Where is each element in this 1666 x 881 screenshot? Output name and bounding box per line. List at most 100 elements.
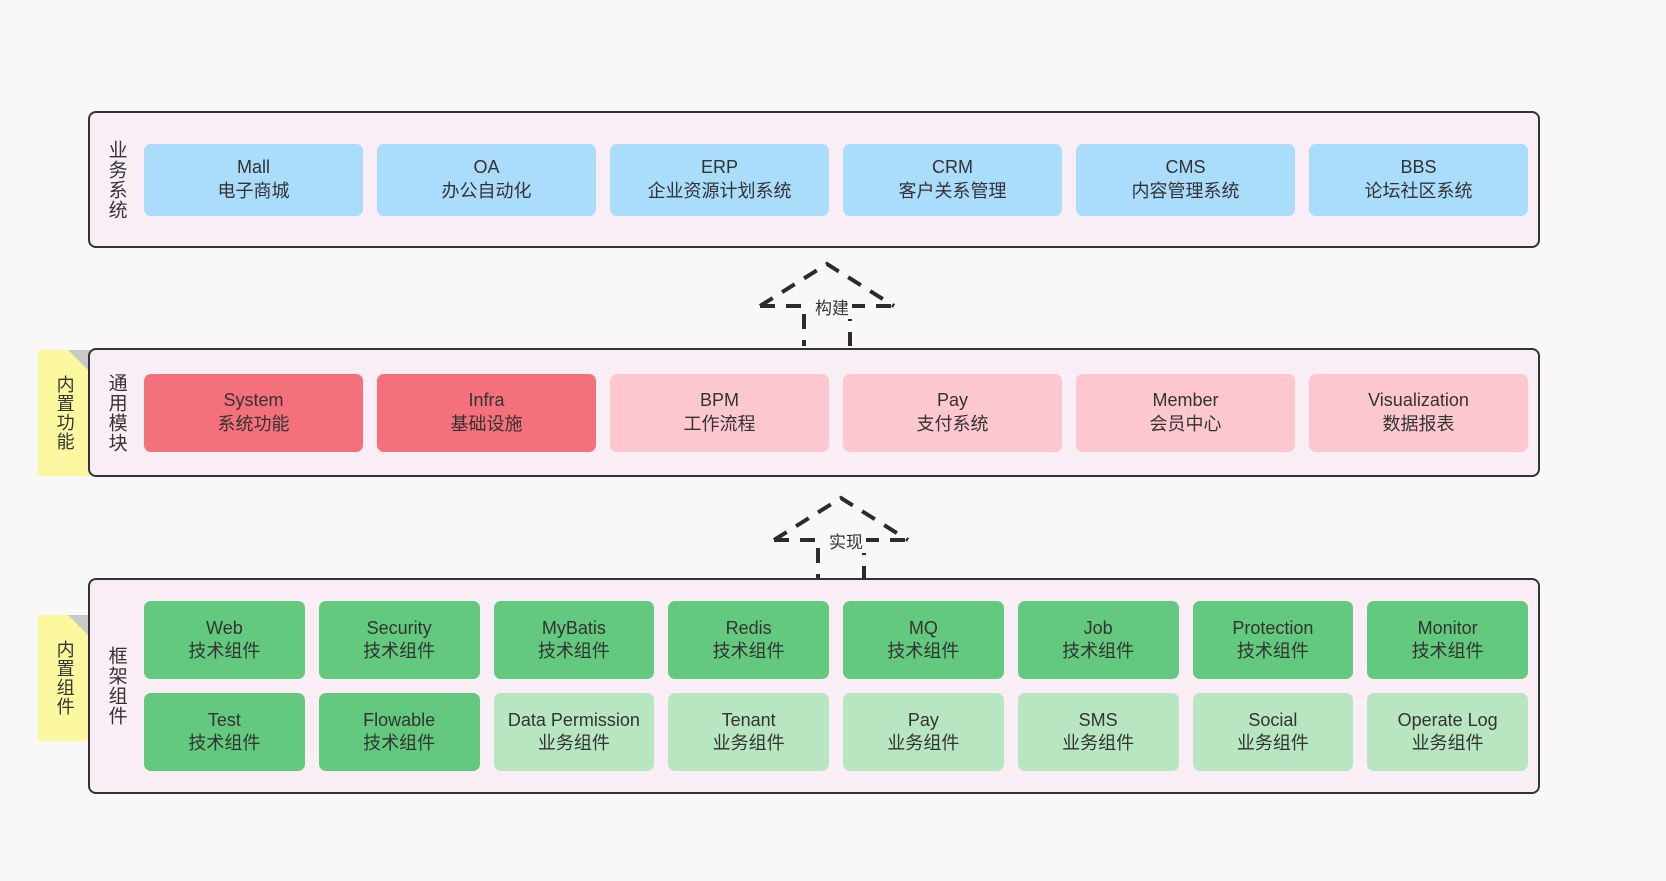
implement-arrow: 实现: [766, 492, 916, 580]
card-subtitle: 会员中心: [1149, 413, 1222, 434]
layer-title-framework-components: 框架组件: [105, 646, 127, 726]
card-visualization[interactable]: Visualization 数据报表: [1309, 373, 1528, 452]
card-social[interactable]: Social 业务组件: [1192, 693, 1354, 771]
card-subtitle: 工作流程: [683, 413, 756, 434]
note-label: 内置组件: [54, 640, 75, 716]
card-title: Data Permission: [507, 709, 640, 730]
card-subtitle: 技术组件: [712, 641, 785, 661]
layer-common-modules: 通用模块 System 系统功能 Infra 基础设施 BPM 工作流程 Pay…: [88, 348, 1540, 477]
card-subtitle: 技术组件: [363, 641, 436, 661]
card-title: System: [223, 390, 284, 411]
card-title: Security: [366, 617, 432, 638]
note-label: 内置功能: [54, 375, 75, 451]
card-subtitle: 业务组件: [887, 733, 960, 753]
card-web[interactable]: Web 技术组件: [144, 601, 305, 679]
card-title: BBS: [1400, 157, 1437, 178]
card-title: Visualization: [1368, 390, 1469, 411]
layer-title-business-system: 业务系统: [105, 139, 127, 220]
card-tenant[interactable]: Tenant 业务组件: [668, 693, 829, 771]
card-subtitle: 电子商城: [217, 180, 290, 201]
card-data-permission[interactable]: Data Permission 业务组件: [493, 693, 655, 771]
card-title: Operate Log: [1397, 709, 1498, 730]
card-monitor[interactable]: Monitor 技术组件: [1367, 601, 1528, 679]
card-redis[interactable]: Redis 技术组件: [668, 601, 829, 679]
card-title: Member: [1152, 390, 1219, 411]
card-subtitle: 技术组件: [887, 641, 960, 661]
card-subtitle: 技术组件: [363, 733, 436, 753]
card-title: OA: [473, 157, 500, 178]
card-title: Flowable: [363, 709, 436, 730]
card-title: Redis: [725, 617, 772, 638]
card-oa[interactable]: OA 办公自动化: [377, 143, 596, 216]
card-subtitle: 支付系统: [916, 413, 989, 434]
card-row: Mall 电子商城 OA 办公自动化 ERP 企业资源计划系统 CRM 客户关系…: [144, 143, 1528, 216]
card-member[interactable]: Member 会员中心: [1076, 373, 1295, 452]
build-arrow-label: 构建: [812, 294, 852, 319]
card-subtitle: 技术组件: [1062, 641, 1135, 661]
card-mybatis[interactable]: MyBatis 技术组件: [493, 601, 655, 679]
card-infra[interactable]: Infra 基础设施: [377, 373, 596, 452]
card-title: MyBatis: [541, 617, 606, 638]
card-title: Mall: [236, 157, 270, 178]
card-row: System 系统功能 Infra 基础设施 BPM 工作流程 Pay 支付系统…: [144, 373, 1528, 452]
layer-body-business-system: Mall 电子商城 OA 办公自动化 ERP 企业资源计划系统 CRM 客户关系…: [142, 113, 1538, 246]
card-security[interactable]: Security 技术组件: [318, 601, 480, 679]
card-subtitle: 业务组件: [1411, 733, 1484, 753]
card-subtitle: 业务组件: [1062, 733, 1135, 753]
card-subtitle: 技术组件: [537, 641, 610, 661]
card-sms[interactable]: SMS 业务组件: [1017, 693, 1179, 771]
card-bbs[interactable]: BBS 论坛社区系统: [1309, 143, 1528, 216]
card-subtitle: 企业资源计划系统: [647, 180, 792, 201]
card-mq[interactable]: MQ 技术组件: [843, 601, 1004, 679]
card-subtitle: 内容管理系统: [1131, 180, 1240, 201]
card-title: CRM: [932, 157, 973, 178]
card-flowable[interactable]: Flowable 技术组件: [318, 693, 480, 771]
card-subtitle: 业务组件: [1236, 733, 1309, 753]
card-title: Monitor: [1417, 617, 1478, 638]
card-subtitle: 技术组件: [1236, 641, 1309, 661]
card-subtitle: 技术组件: [188, 733, 261, 753]
layer-body-common-modules: System 系统功能 Infra 基础设施 BPM 工作流程 Pay 支付系统…: [142, 350, 1538, 475]
build-arrow: 构建: [752, 258, 902, 346]
card-test[interactable]: Test 技术组件: [144, 693, 305, 771]
card-mall[interactable]: Mall 电子商城: [144, 143, 363, 216]
card-subtitle: 办公自动化: [441, 180, 532, 201]
card-title: MQ: [908, 617, 938, 638]
card-subtitle: 业务组件: [712, 733, 785, 753]
layer-business-system: 业务系统 Mall 电子商城 OA 办公自动化 ERP 企业资源计划系统 CRM…: [88, 111, 1540, 248]
layer-framework-components: 框架组件 Web 技术组件 Security 技术组件 MyBatis 技术组件…: [88, 578, 1540, 794]
card-title: Tenant: [721, 709, 776, 730]
card-subtitle: 系统功能: [217, 413, 290, 434]
card-subtitle: 论坛社区系统: [1364, 180, 1473, 201]
card-subtitle: 业务组件: [537, 733, 610, 753]
implement-arrow-label: 实现: [826, 528, 866, 553]
card-system[interactable]: System 系统功能: [144, 373, 363, 452]
card-subtitle: 数据报表: [1382, 413, 1455, 434]
card-subtitle: 基础设施: [450, 413, 523, 434]
card-title: ERP: [700, 157, 738, 178]
card-pay[interactable]: Pay 支付系统: [843, 373, 1062, 452]
card-title: Social: [1248, 709, 1298, 730]
card-title: Protection: [1232, 617, 1314, 638]
card-cms[interactable]: CMS 内容管理系统: [1076, 143, 1295, 216]
card-title: BPM: [699, 390, 739, 411]
card-title: CMS: [1165, 157, 1206, 178]
card-subtitle: 客户关系管理: [898, 180, 1007, 201]
card-title: Web: [206, 617, 243, 638]
card-protection[interactable]: Protection 技术组件: [1192, 601, 1354, 679]
card-row: Test 技术组件 Flowable 技术组件 Data Permission …: [144, 693, 1528, 771]
card-row: Web 技术组件 Security 技术组件 MyBatis 技术组件 Redi…: [144, 601, 1528, 679]
card-title: SMS: [1078, 709, 1118, 730]
note-builtin-features: 内置功能: [38, 350, 90, 476]
card-bpm[interactable]: BPM 工作流程: [610, 373, 829, 452]
note-builtin-components: 内置组件: [38, 615, 90, 741]
card-job[interactable]: Job 技术组件: [1017, 601, 1179, 679]
card-erp[interactable]: ERP 企业资源计划系统: [610, 143, 829, 216]
card-crm[interactable]: CRM 客户关系管理: [843, 143, 1062, 216]
card-title: Job: [1083, 617, 1113, 638]
card-pay-component[interactable]: Pay 业务组件: [843, 693, 1004, 771]
card-title: Test: [207, 709, 241, 730]
card-subtitle: 技术组件: [188, 641, 261, 661]
card-operate-log[interactable]: Operate Log 业务组件: [1367, 693, 1528, 771]
